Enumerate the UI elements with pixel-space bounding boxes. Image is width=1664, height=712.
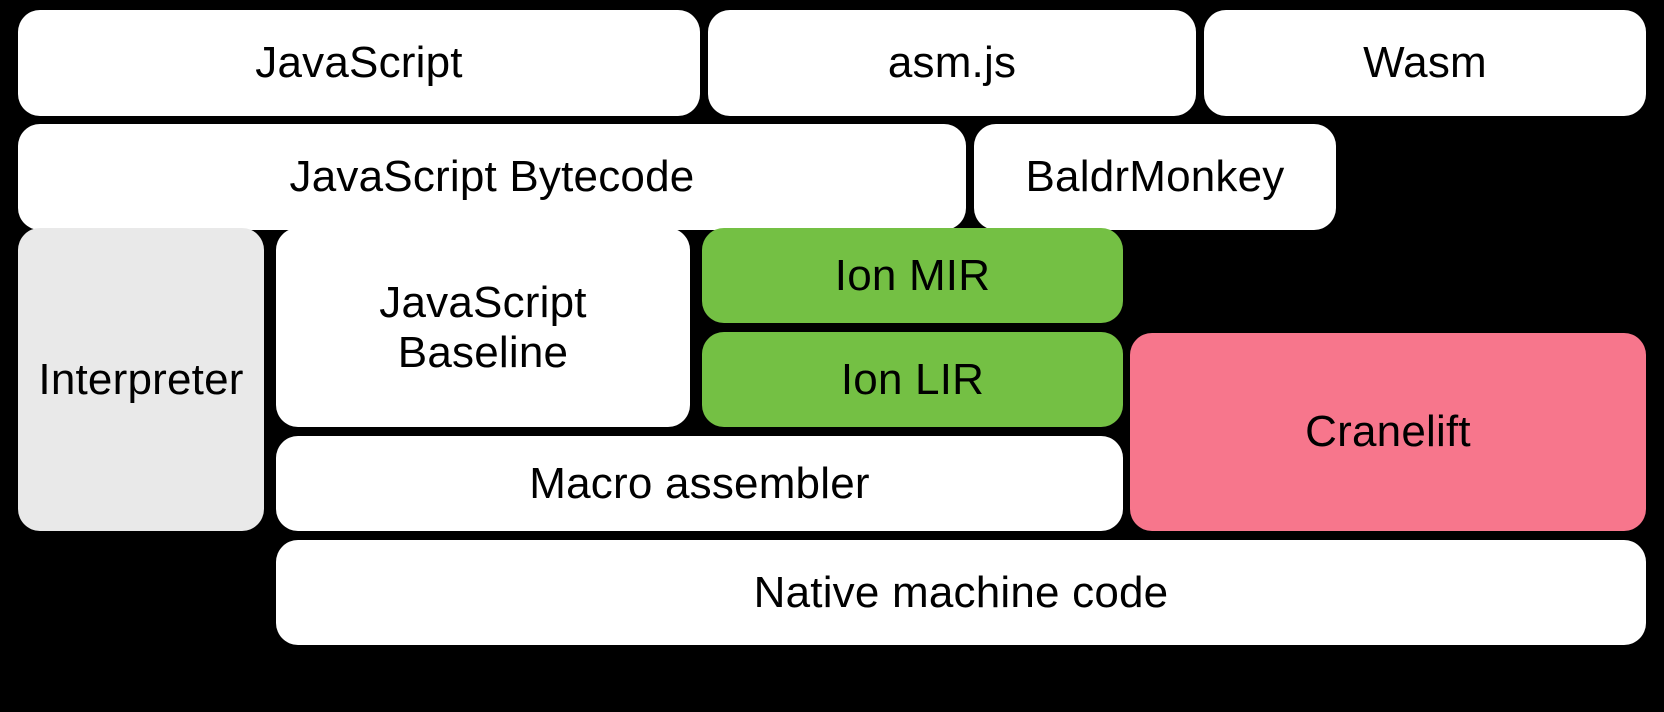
node-javascript[interactable]: JavaScript bbox=[18, 10, 700, 116]
node-baldrmonkey[interactable]: BaldrMonkey bbox=[974, 124, 1336, 230]
node-wasm[interactable]: Wasm bbox=[1204, 10, 1646, 116]
node-label: JavaScript bbox=[255, 38, 463, 88]
node-interpreter[interactable]: Interpreter bbox=[18, 228, 264, 531]
node-label: BaldrMonkey bbox=[1025, 152, 1285, 202]
node-label: Interpreter bbox=[38, 354, 244, 404]
node-label: Cranelift bbox=[1305, 407, 1471, 457]
node-asm-js[interactable]: asm.js bbox=[708, 10, 1196, 116]
node-label: Ion MIR bbox=[834, 250, 991, 300]
node-macro-assembler[interactable]: Macro assembler bbox=[276, 436, 1123, 531]
node-javascript-bytecode[interactable]: JavaScript Bytecode bbox=[18, 124, 966, 230]
node-javascript-baseline[interactable]: JavaScript Baseline bbox=[276, 228, 690, 427]
node-label: Ion LIR bbox=[840, 354, 985, 404]
node-ion-mir[interactable]: Ion MIR bbox=[702, 228, 1123, 323]
node-label: Macro assembler bbox=[529, 458, 870, 508]
node-label: Native machine code bbox=[753, 567, 1169, 617]
node-cranelift[interactable]: Cranelift bbox=[1130, 333, 1646, 531]
node-native-machine-code[interactable]: Native machine code bbox=[276, 540, 1646, 645]
node-label: asm.js bbox=[887, 38, 1017, 88]
node-label: Wasm bbox=[1363, 38, 1487, 88]
node-ion-lir[interactable]: Ion LIR bbox=[702, 332, 1123, 427]
node-label: JavaScript Baseline bbox=[379, 278, 587, 377]
node-label: JavaScript Bytecode bbox=[289, 152, 695, 202]
